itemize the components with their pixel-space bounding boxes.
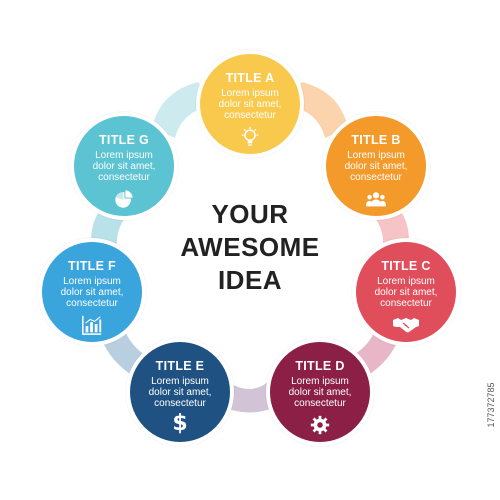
node-b-text: Lorem ipsum dolor sit amet, consectetur	[326, 150, 426, 183]
node-e-line2: dolor sit amet,	[148, 387, 212, 398]
node-g-line2: dolor sit amet,	[92, 161, 156, 172]
node-e-line3: consectetur	[154, 398, 206, 409]
node-f-line1: Lorem ipsum	[63, 276, 121, 287]
node-d-line1: Lorem ipsum	[291, 376, 349, 387]
node-title-d: TITLE D Lorem ipsum dolor sit amet, cons…	[266, 338, 374, 446]
node-b-title: TITLE B	[351, 133, 401, 147]
center-title-line1: YOUR	[211, 199, 289, 229]
node-f-text: Lorem ipsum dolor sit amet, consectetur	[42, 276, 142, 309]
node-f-line3: consectetur	[66, 298, 118, 309]
node-d-line3: consectetur	[294, 398, 346, 409]
node-title-b: TITLE B Lorem ipsum dolor sit amet, cons…	[322, 112, 430, 220]
pie-chart-icon	[115, 189, 134, 208]
gear-icon	[310, 415, 330, 435]
node-g-text: Lorem ipsum dolor sit amet, consectetur	[74, 150, 174, 183]
node-title-a: TITLE A Lorem ipsum dolor sit amet, cons…	[196, 50, 304, 158]
node-c-line2: dolor sit amet,	[374, 287, 438, 298]
node-title-f: TITLE F Lorem ipsum dolor sit amet, cons…	[38, 238, 146, 346]
node-c-line3: consectetur	[380, 298, 432, 309]
center-title: YOUR AWESOME IDEA	[150, 198, 350, 297]
node-a-text: Lorem ipsum dolor sit amet, consectetur	[200, 88, 300, 121]
node-f-title: TITLE F	[68, 259, 116, 273]
node-e-line1: Lorem ipsum	[151, 376, 209, 387]
node-a-line1: Lorem ipsum	[221, 88, 279, 99]
handshake-icon	[393, 318, 419, 333]
lightbulb-icon	[241, 126, 259, 146]
stock-id-text: 177372785	[486, 382, 496, 428]
node-title-g: TITLE G Lorem ipsum dolor sit amet, cons…	[70, 112, 178, 220]
node-a-line3: consectetur	[224, 110, 276, 121]
node-g-line3: consectetur	[98, 172, 150, 183]
center-title-line2: AWESOME	[180, 232, 320, 262]
center-title-line3: IDEA	[217, 265, 283, 295]
people-icon	[365, 192, 387, 207]
node-title-e: TITLE E Lorem ipsum dolor sit amet, cons…	[126, 338, 234, 446]
node-b-line1: Lorem ipsum	[347, 150, 405, 161]
node-a-line2: dolor sit amet,	[218, 99, 282, 110]
node-c-line1: Lorem ipsum	[377, 276, 435, 287]
node-a-title: TITLE A	[225, 71, 275, 85]
node-c-title: TITLE C	[381, 259, 431, 273]
node-g-title: TITLE G	[98, 133, 149, 147]
node-title-c: TITLE C Lorem ipsum dolor sit amet, cons…	[352, 238, 460, 346]
node-f-line2: dolor sit amet,	[60, 287, 124, 298]
node-b-line3: consectetur	[350, 172, 402, 183]
dollar-icon: $	[172, 411, 188, 436]
node-g-line1: Lorem ipsum	[95, 150, 153, 161]
node-e-title: TITLE E	[155, 359, 205, 373]
node-d-line2: dolor sit amet,	[288, 387, 352, 398]
node-d-title: TITLE D	[295, 359, 345, 373]
node-b-line2: dolor sit amet,	[344, 161, 408, 172]
node-e-text: Lorem ipsum dolor sit amet, consectetur	[130, 376, 230, 409]
bar-chart-icon	[82, 315, 102, 335]
node-c-text: Lorem ipsum dolor sit amet, consectetur	[356, 276, 456, 309]
node-d-text: Lorem ipsum dolor sit amet, consectetur	[270, 376, 370, 409]
stock-id: 177372785	[484, 322, 498, 492]
